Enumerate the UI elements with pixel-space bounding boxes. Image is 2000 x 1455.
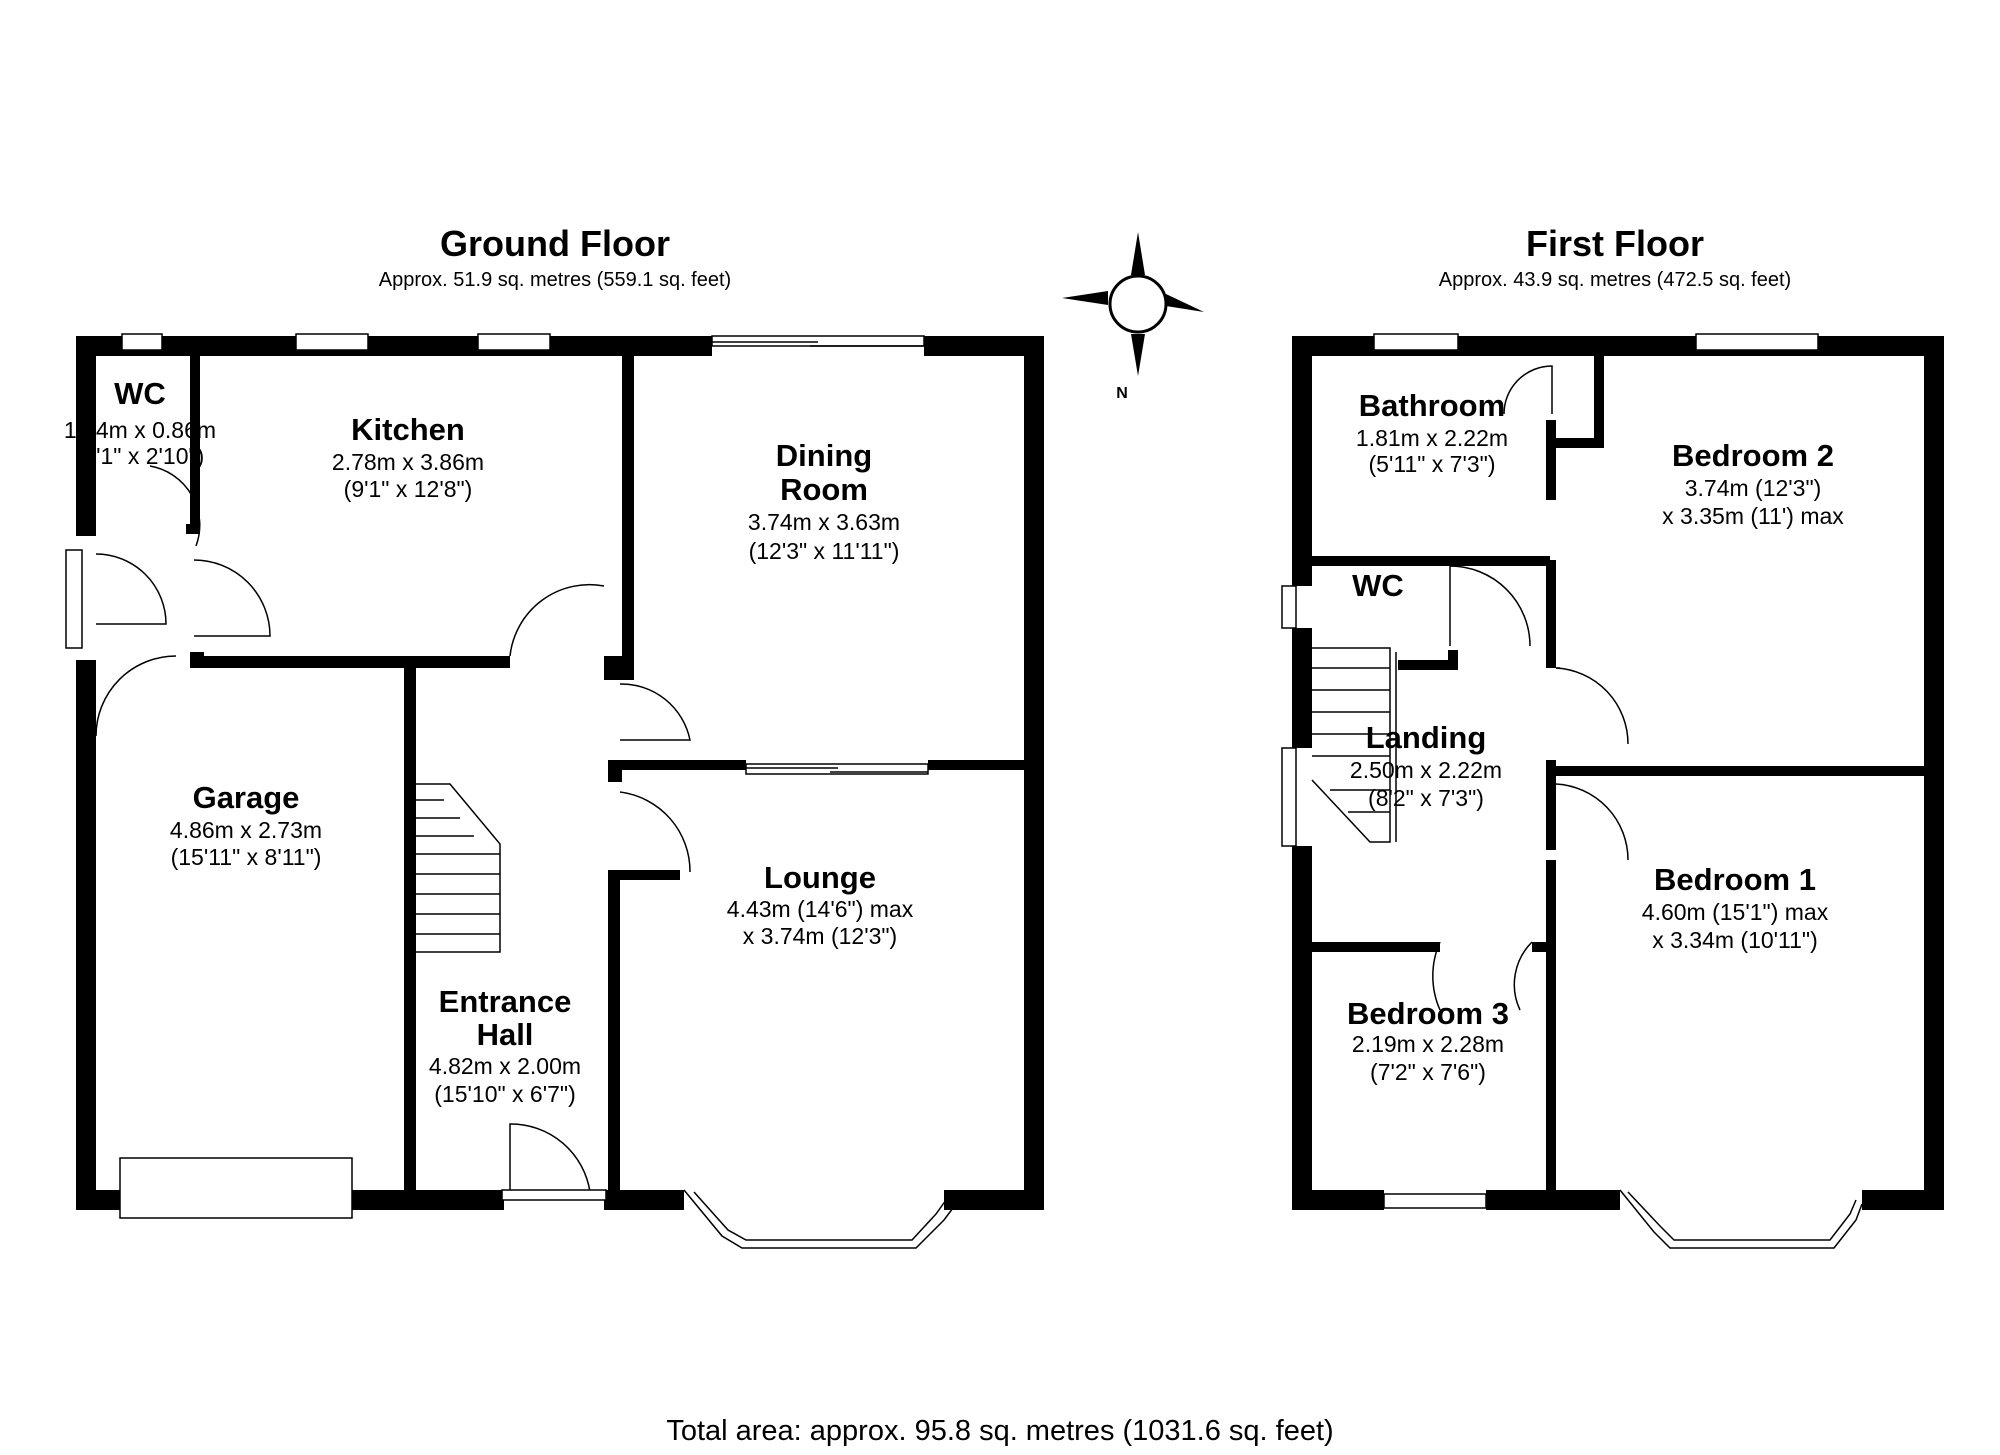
ground-floor-title: Ground Floor: [440, 223, 670, 264]
room-dimensions-imperial: (9'1" x 12'8"): [344, 476, 473, 502]
room-name: WC: [114, 376, 166, 411]
room-dimensions: 3.74m (12'3"): [1685, 475, 1822, 501]
room-dimensions: 4.43m (14'6") max: [727, 896, 914, 922]
room-landing: Landing 2.50m x 2.22m (8'2" x 7'3"): [1350, 720, 1502, 811]
ground-floor-windows: [65, 333, 957, 1249]
room-name: Lounge: [764, 860, 876, 895]
room-kitchen: Kitchen 2.78m x 3.86m (9'1" x 12'8"): [332, 412, 484, 502]
room-dimensions-imperial: (15'11" x 8'11"): [171, 844, 322, 870]
room-dimensions: 2.19m x 2.28m: [1352, 1031, 1504, 1057]
room-name: Bedroom 3: [1347, 996, 1509, 1031]
ground-floor-stairs: [412, 783, 501, 953]
room-dimensions-imperial: (5'11" x 7'3"): [1369, 451, 1496, 477]
room-dimensions: 4.82m x 2.00m: [429, 1053, 581, 1079]
room-bedroom-2: Bedroom 2 3.74m (12'3") x 3.35m (11') ma…: [1662, 438, 1844, 529]
room-dimensions-imperial: (8'2" x 7'3"): [1368, 785, 1484, 811]
room-dimensions-imperial: x 3.35m (11') max: [1662, 503, 1844, 529]
first-floor-doors: [1432, 365, 1629, 1011]
room-name-line2: Room: [780, 472, 868, 507]
room-dimensions-imperial: (15'10" x 6'7"): [434, 1081, 575, 1107]
room-lounge: Lounge 4.43m (14'6") max x 3.74m (12'3"): [727, 860, 914, 949]
room-entrance-hall: Entrance Hall 4.82m x 2.00m (15'10" x 6'…: [429, 984, 581, 1107]
ground-floor: Ground Floor Approx. 51.9 sq. metres (55…: [64, 223, 1044, 1249]
ground-floor-area: Approx. 51.9 sq. metres (559.1 sq. feet): [379, 269, 731, 291]
total-area: Total area: approx. 95.8 sq. metres (103…: [666, 1415, 1333, 1447]
room-dimensions: 2.78m x 3.86m: [332, 449, 484, 475]
room-name-line1: Dining: [776, 438, 872, 473]
room-name: Landing: [1366, 720, 1487, 755]
ground-floor-walls: [76, 336, 1044, 1210]
room-name: Bathroom: [1359, 388, 1505, 423]
room-dining-room: Dining Room 3.74m x 3.63m (12'3" x 11'11…: [748, 438, 900, 564]
compass-north-label: N: [1116, 385, 1128, 402]
room-dimensions-imperial: (3'1" x 2'10"): [76, 443, 205, 469]
room-dimensions-imperial: (7'2" x 7'6"): [1370, 1059, 1486, 1085]
room-dimensions: 4.60m (15'1") max: [1642, 899, 1829, 925]
room-dimensions: 3.74m x 3.63m: [748, 509, 900, 535]
room-garage: Garage 4.86m x 2.73m (15'11" x 8'11"): [170, 780, 322, 870]
first-floor: First Floor Approx. 43.9 sq. metres (472…: [1281, 223, 1944, 1249]
first-floor-area: Approx. 43.9 sq. metres (472.5 sq. feet): [1439, 269, 1791, 291]
room-dimensions-imperial: x 3.74m (12'3"): [743, 923, 897, 949]
first-floor-walls: [1292, 336, 1944, 1210]
room-dimensions: 4.86m x 2.73m: [170, 817, 322, 843]
first-floor-stairs: [1311, 647, 1397, 843]
room-bedroom-1: Bedroom 1 4.60m (15'1") max x 3.34m (10'…: [1642, 862, 1829, 953]
room-dimensions: 2.50m x 2.22m: [1350, 757, 1502, 783]
compass-icon: N: [1062, 232, 1204, 402]
room-name-line1: Entrance: [439, 984, 572, 1019]
room-name: Kitchen: [351, 412, 465, 447]
room-dimensions: 1.81m x 2.22m: [1356, 425, 1508, 451]
room-dimensions-imperial: (12'3" x 11'11"): [749, 538, 900, 564]
first-floor-title: First Floor: [1526, 223, 1704, 264]
room-name: Garage: [193, 780, 300, 815]
room-name: Bedroom 1: [1654, 862, 1816, 897]
room-dimensions-imperial: x 3.34m (10'11"): [1652, 927, 1818, 953]
room-bedroom-3: Bedroom 3 2.19m x 2.28m (7'2" x 7'6"): [1347, 996, 1509, 1085]
ground-floor-doors: [95, 465, 691, 1201]
room-dimensions: 1.14m x 0.86m: [64, 417, 216, 443]
first-floor-windows: [1281, 333, 1863, 1249]
room-name: Bedroom 2: [1672, 438, 1834, 473]
room-bathroom: Bathroom 1.81m x 2.22m (5'11" x 7'3"): [1356, 388, 1508, 477]
room-wc-first: WC: [1352, 568, 1404, 603]
room-name: WC: [1352, 568, 1404, 603]
room-wc-ground: WC 1.14m x 0.86m (3'1" x 2'10"): [64, 376, 216, 469]
room-name-line2: Hall: [477, 1017, 534, 1052]
